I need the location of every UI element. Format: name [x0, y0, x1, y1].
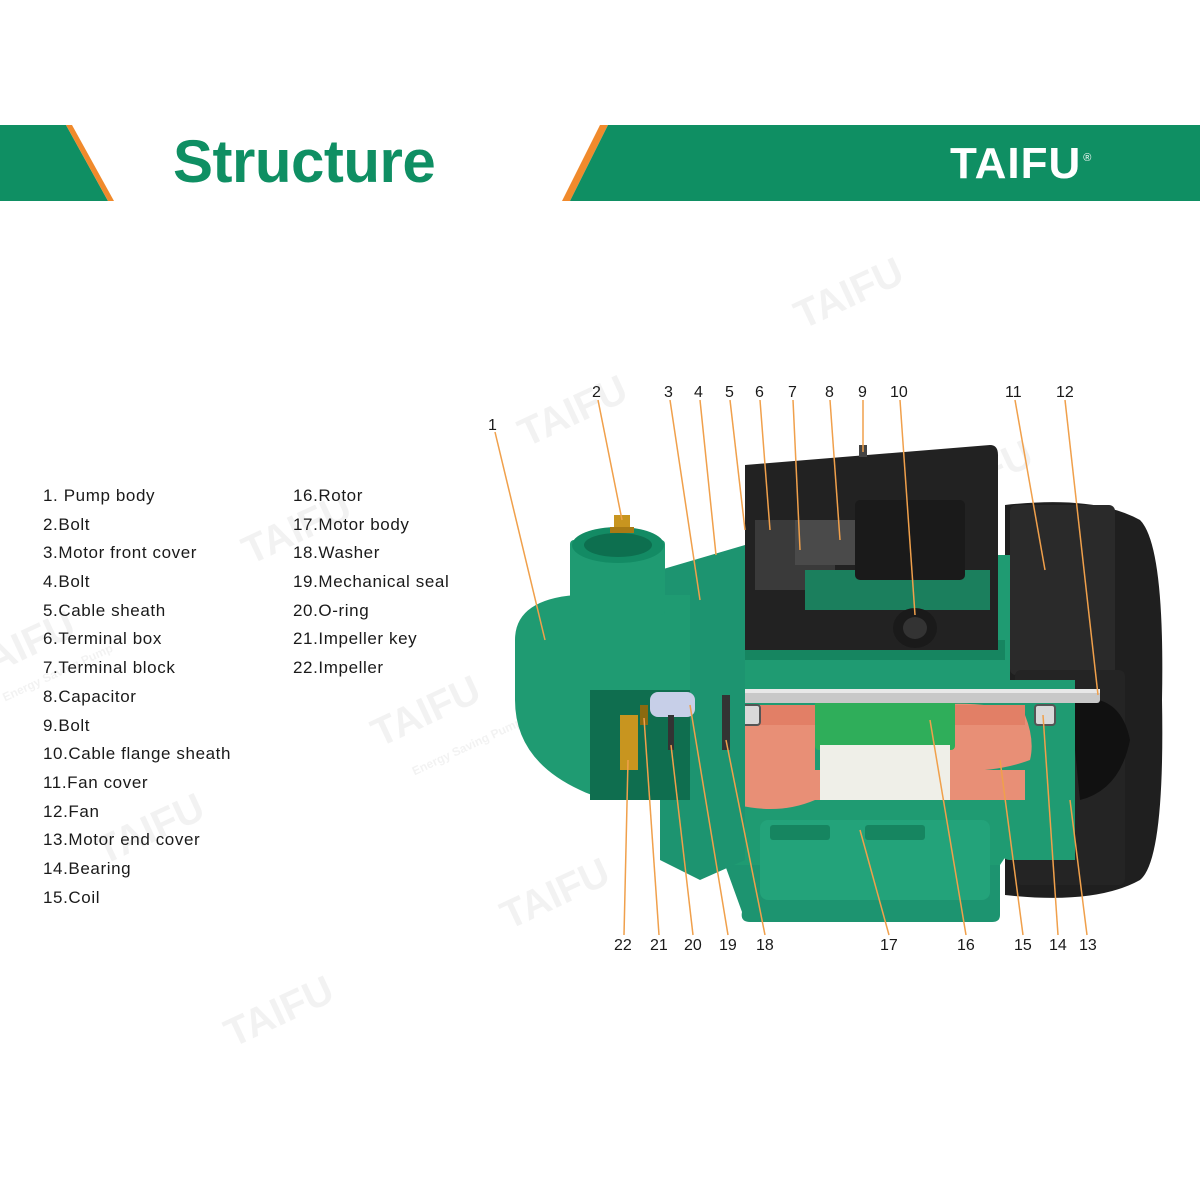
callout-10: 10 — [890, 384, 908, 401]
callout-15: 15 — [1014, 937, 1032, 954]
o-ring — [668, 715, 674, 750]
callout-16: 16 — [957, 937, 975, 954]
part-label: 15.Coil — [43, 887, 101, 907]
callout-19: 19 — [719, 937, 737, 954]
part-label: 13.Motor end cover — [43, 830, 201, 850]
motor-body-core — [820, 745, 950, 800]
part-label: 11.Fan cover — [43, 772, 149, 792]
part-label: 16.Rotor — [293, 486, 364, 505]
part-label: 20.O-ring — [293, 600, 370, 620]
leader-lines — [494, 399, 1099, 936]
bolt-2 — [610, 515, 634, 533]
callout-17: 17 — [880, 937, 898, 954]
callout-21: 21 — [650, 937, 668, 954]
banner-left-block — [0, 125, 108, 201]
impeller-key — [640, 705, 648, 725]
page-title: Structure — [173, 128, 436, 195]
cable-flange-opening — [903, 617, 927, 639]
shaft-highlight — [630, 689, 1100, 693]
part-label: 10.Cable flange sheath — [43, 744, 232, 764]
parts-list-column-1: 1. Pump body 2.Bolt 3.Motor front cover … — [43, 484, 231, 914]
callout-2: 2 — [592, 384, 601, 401]
part-label: 21.Impeller key — [293, 629, 418, 649]
banner-right-stripe — [562, 125, 608, 201]
callout-22: 22 — [614, 937, 632, 954]
part-label: 19.Mechanical seal — [293, 572, 450, 592]
banner-shapes — [0, 125, 1200, 201]
callout-14: 14 — [1049, 937, 1067, 954]
callout-3: 3 — [664, 384, 673, 401]
mechanical-seal — [650, 692, 695, 717]
part-label: 3.Motor front cover — [43, 543, 198, 563]
part-label: 1. Pump body — [43, 486, 156, 505]
banner-right-block — [570, 125, 1200, 201]
part-label: 14.Bearing — [43, 858, 132, 878]
callout-12: 12 — [1056, 384, 1074, 401]
callout-11: 11 — [1005, 384, 1022, 401]
callout-1: 1 — [488, 417, 497, 434]
callout-8: 8 — [825, 384, 834, 401]
watermark-text: TAIFU — [494, 850, 617, 938]
watermark-text: TAIFU — [218, 968, 341, 1056]
brand-logo: TAIFU® — [950, 124, 1092, 200]
banner-left-stripe — [66, 125, 114, 201]
watermark-text: TAIFU — [235, 485, 358, 573]
washer — [722, 695, 730, 750]
part-label: 17.Motor body — [293, 514, 410, 534]
impeller — [620, 715, 638, 770]
callout-numbers: 1 2 3 4 5 6 7 8 9 10 11 12 13 14 15 16 1… — [488, 384, 1097, 954]
rotor — [815, 690, 955, 750]
part-label: 9.Bolt — [43, 715, 91, 735]
watermark-text: TAIFU — [512, 367, 635, 455]
brand-name: TAIFU — [950, 139, 1082, 188]
part-label: 22.Impeller — [293, 658, 384, 678]
fan-blade — [1070, 698, 1130, 800]
part-label: 4.Bolt — [43, 572, 91, 592]
callout-7: 7 — [788, 384, 797, 401]
part-label: 18.Washer — [293, 543, 380, 563]
callout-9: 9 — [858, 384, 867, 401]
callout-20: 20 — [684, 937, 702, 954]
callout-4: 4 — [694, 384, 703, 401]
callout-6: 6 — [755, 384, 764, 401]
watermark-text: TAIFU — [788, 249, 911, 337]
part-label: 2.Bolt — [43, 514, 91, 534]
part-label: 7.Terminal block — [43, 658, 176, 678]
watermark-text: TAIFU — [89, 785, 212, 873]
part-label: 12.Fan — [43, 801, 100, 821]
bearing-rear — [1034, 704, 1056, 726]
callout-13: 13 — [1079, 937, 1097, 954]
callout-5: 5 — [725, 384, 734, 401]
terminal-box — [745, 445, 998, 650]
callout-18: 18 — [756, 937, 774, 954]
part-label: 5.Cable sheath — [43, 600, 166, 620]
header-banner — [0, 125, 1200, 201]
parts-list-column-2: 16.Rotor 17.Motor body 18.Washer 19.Mech… — [293, 484, 449, 685]
part-label: 6.Terminal box — [43, 629, 162, 649]
pump-body — [515, 527, 690, 800]
part-label: 8.Capacitor — [43, 686, 137, 706]
registered-mark: ® — [1083, 152, 1093, 164]
